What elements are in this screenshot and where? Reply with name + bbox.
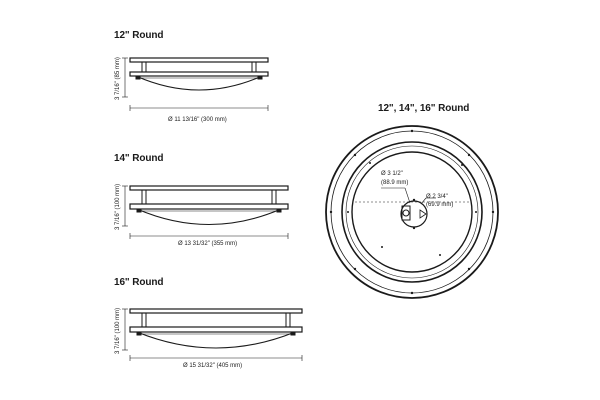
variant-12-width-dim	[129, 105, 269, 111]
variant-16-width-dim	[129, 355, 303, 361]
box-leader-line	[420, 197, 436, 205]
variant-16-title: 16" Round	[114, 277, 164, 288]
variant-14-width-label: Ø 13 31/32" (355 mm)	[178, 241, 238, 247]
variant-16-height-dim	[122, 308, 128, 351]
variant-16-width-label: Ø 15 31/32" (405 mm)	[183, 363, 243, 369]
top-view-fixture	[325, 125, 499, 299]
variant-14-width-dim	[129, 233, 289, 239]
variant-16-side-view	[129, 308, 303, 349]
variant-12-title: 12" Round	[114, 30, 164, 41]
junction-box-icon	[400, 198, 428, 230]
top-view-mounting-dots	[329, 129, 495, 295]
bracket-diameter-mm-label: (88.9 mm)	[381, 180, 409, 186]
variant-14-title: 14" Round	[114, 153, 164, 164]
variant-12-height-dim	[122, 57, 128, 98]
bracket-diameter-label: Ø 3 1/2"	[381, 171, 403, 177]
bracket-leader-line	[381, 187, 411, 204]
variant-14-side-view	[129, 185, 289, 225]
variant-14-height-dim	[122, 185, 128, 227]
variant-12-width-label: Ø 11 13/16" (300 mm)	[168, 117, 227, 123]
top-view-title: 12", 14", 16" Round	[378, 103, 470, 114]
box-diameter-label: Ø 2 3/4"	[426, 194, 448, 200]
box-diameter-mm-label: (69.9 mm)	[426, 202, 454, 208]
variant-12-side-view	[129, 57, 269, 91]
